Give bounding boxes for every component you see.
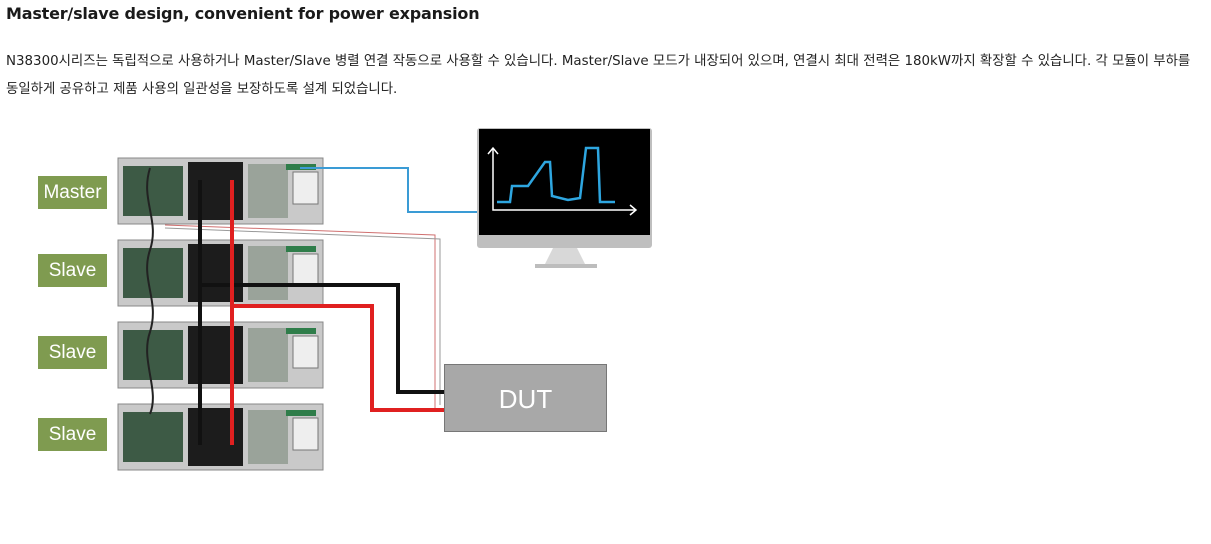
waveform-icon: [487, 146, 638, 216]
section-title: Master/slave design, convenient for powe…: [6, 4, 480, 23]
monitor-icon: [477, 128, 652, 268]
power-supply-unit: [117, 157, 324, 225]
sense-line: [164, 227, 441, 405]
power-supply-unit: [117, 321, 324, 389]
unit-label-slave: Slave: [38, 336, 107, 369]
dut-box: DUT: [444, 364, 607, 432]
unit-label-slave: Slave: [38, 254, 107, 287]
signal-line: [300, 167, 478, 213]
positive-cable: [230, 180, 444, 445]
section-description: N38300시리즈는 독립적으로 사용하거나 Master/Slave 병렬 연…: [6, 54, 1191, 97]
master-slave-diagram: [117, 128, 652, 471]
power-supply-unit: [117, 403, 324, 471]
negative-cable: [198, 180, 444, 445]
power-supply-unit: [117, 239, 324, 307]
link-cable: [146, 167, 154, 415]
unit-label-master: Master: [38, 176, 107, 209]
unit-label-slave: Slave: [38, 418, 107, 451]
